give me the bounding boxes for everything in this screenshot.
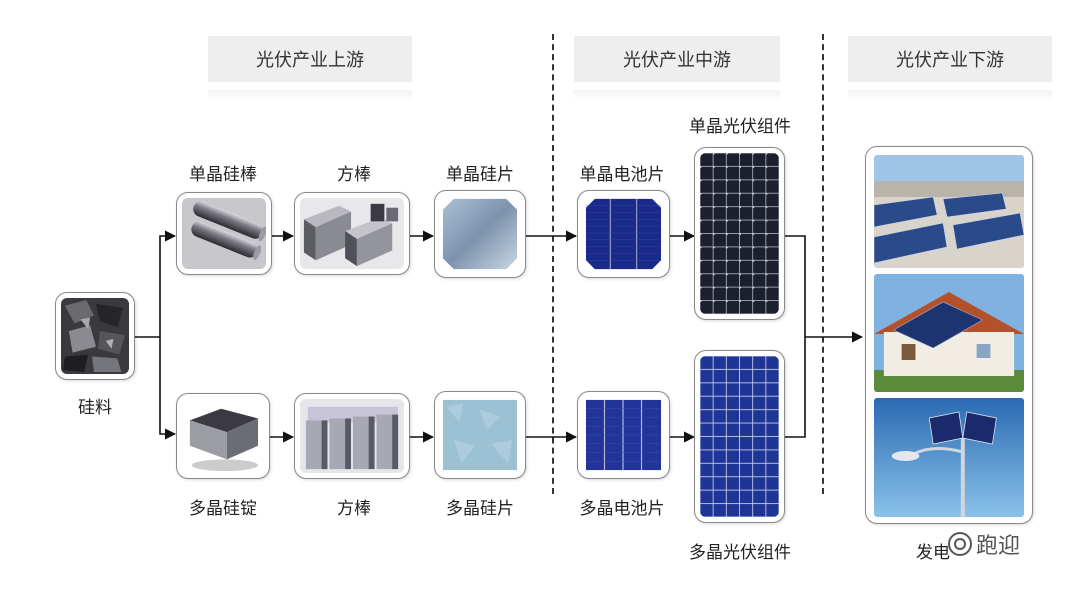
poly-square-rod-image xyxy=(300,399,404,473)
label-silicon-material: 硅料 xyxy=(78,398,112,418)
line-silicon-split xyxy=(135,230,177,338)
line-mono-module-merge xyxy=(785,235,806,337)
mono-square-rod-image xyxy=(300,198,404,269)
label-mono-square-rod: 方棒 xyxy=(337,165,371,185)
label-poly-cell: 多晶电池片 xyxy=(579,499,665,519)
rooftop-solar-farm-image xyxy=(874,155,1024,268)
label-mono-wafer: 单晶硅片 xyxy=(446,165,514,185)
label-poly-module: 多晶光伏组件 xyxy=(689,543,791,563)
mono-module-image xyxy=(700,153,779,314)
mono-ingot-box xyxy=(176,192,272,275)
mono-ingot-image xyxy=(182,198,266,269)
poly-square-rod-box xyxy=(294,393,410,479)
stage-header-midstream: 光伏产业中游 xyxy=(574,36,780,100)
label-poly-ingot: 多晶硅锭 xyxy=(189,499,257,519)
poly-wafer-image xyxy=(440,397,520,473)
mono-wafer-image xyxy=(440,196,520,272)
divider-midstream-downstream xyxy=(822,34,824,494)
line-silicon-to-poly xyxy=(159,337,177,440)
label-poly-square-rod: 方棒 xyxy=(337,499,371,519)
label-mono-cell: 单晶电池片 xyxy=(579,165,665,185)
poly-wafer-box xyxy=(434,391,526,479)
silicon-material-box xyxy=(55,292,135,380)
mono-cell-image xyxy=(583,196,664,272)
label-mono-ingot: 单晶硅棒 xyxy=(189,165,257,185)
stage-header-upstream: 光伏产业上游 xyxy=(208,36,412,100)
mono-module-box xyxy=(694,147,785,320)
watermark-text: 跑迎 xyxy=(976,534,1021,559)
mono-square-rod-box xyxy=(294,192,410,275)
solar-streetlight-image xyxy=(874,398,1024,517)
silicon-chunks-image xyxy=(61,298,129,374)
power-generation-box xyxy=(865,146,1033,524)
label-mono-module: 单晶光伏组件 xyxy=(689,117,791,137)
label-poly-wafer: 多晶硅片 xyxy=(446,499,514,519)
poly-cell-image xyxy=(583,397,664,473)
poly-cell-box xyxy=(577,391,670,479)
house-roof-solar-image xyxy=(874,274,1024,392)
watermark: 跑迎 xyxy=(948,528,1020,560)
poly-module-image xyxy=(700,356,779,517)
label-power-generation: 发电 xyxy=(916,543,950,563)
wechat-circle-icon xyxy=(948,532,972,556)
line-poly-module-merge xyxy=(785,337,806,438)
divider-upstream-midstream xyxy=(552,34,554,494)
poly-ingot-image xyxy=(182,399,264,473)
stage-header-downstream: 光伏产业下游 xyxy=(848,36,1052,100)
mono-wafer-box xyxy=(434,190,526,278)
poly-module-box xyxy=(694,350,785,523)
mono-cell-box xyxy=(577,190,670,278)
poly-ingot-box xyxy=(176,393,270,479)
